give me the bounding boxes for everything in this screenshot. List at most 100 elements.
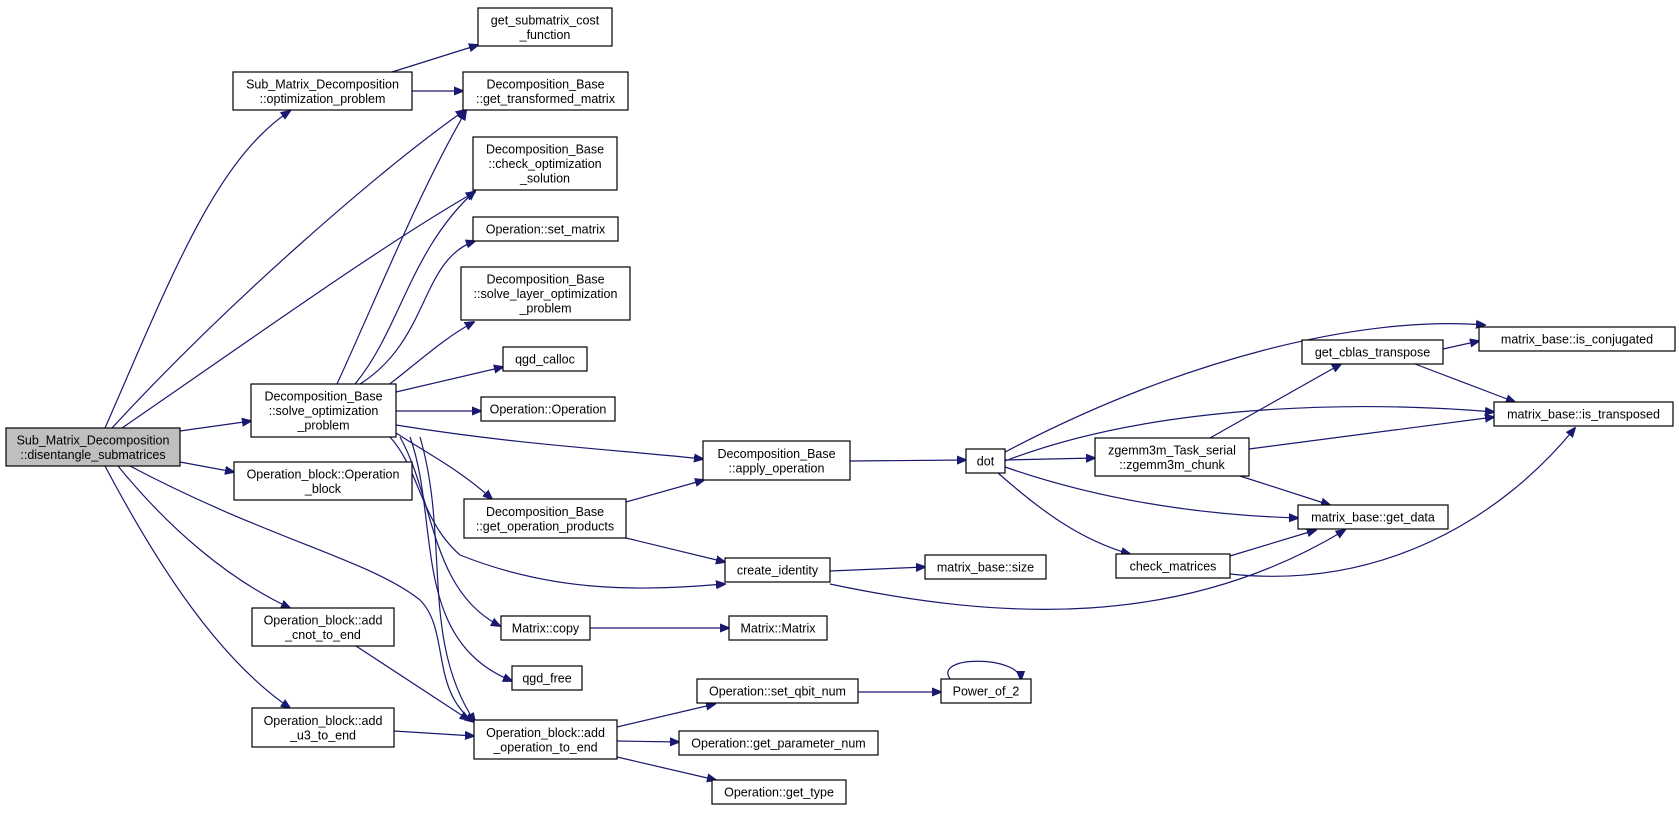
- node-qgd-calloc[interactable]: qgd_calloc: [502, 346, 588, 372]
- node-op-products[interactable]: Decomposition_Base::get_operation_produc…: [463, 498, 627, 539]
- edge-line: [1248, 417, 1494, 450]
- node-box: [233, 461, 413, 501]
- edge-line: [419, 436, 475, 722]
- node-matrix-copy[interactable]: Matrix::copy: [500, 615, 591, 641]
- edge-apply_op-to-dot: [849, 460, 966, 461]
- edge-check_matrices-to-get_data: [1229, 530, 1316, 557]
- node-label-line: ::get_operation_products: [476, 519, 614, 533]
- node-add-cnot[interactable]: Operation_block::add_cnot_to_end: [251, 607, 395, 647]
- node-label-line: Operation::set_qbit_num: [709, 685, 846, 699]
- edge-zgemm-to-get_data: [1239, 475, 1330, 505]
- node-label-line: ::disentangle_submatrices: [20, 448, 165, 462]
- edge-line: [395, 367, 503, 393]
- edge-line: [1004, 458, 1095, 460]
- edge-root-to-add_u3: [104, 465, 290, 708]
- node-label-line: Matrix::copy: [512, 622, 580, 636]
- node-transformed[interactable]: Decomposition_Base::get_transformed_matr…: [462, 71, 629, 111]
- edge-line: [395, 432, 492, 499]
- node-box: [728, 615, 828, 641]
- edge-solve_opt-to-create_identity: [389, 436, 725, 588]
- node-label-line: _operation_to_end: [492, 740, 597, 754]
- node-set-qbit[interactable]: Operation::set_qbit_num: [696, 678, 859, 704]
- edge-line: [409, 436, 512, 681]
- node-label-line: matrix_base::size: [937, 561, 1034, 575]
- edge-dot-to-get_data: [1004, 466, 1298, 518]
- edge-root-to-opt_problem: [104, 111, 290, 429]
- node-label-line: _cnot_to_end: [284, 628, 361, 642]
- edge-root-to-add_cnot: [117, 465, 290, 608]
- node-label-line: Operation::get_type: [724, 786, 834, 800]
- node-is-conj[interactable]: matrix_base::is_conjugated: [1478, 326, 1676, 352]
- edge-line: [395, 424, 703, 459]
- node-box: [502, 346, 588, 372]
- node-box: [5, 427, 181, 467]
- node-opt-problem[interactable]: Sub_Matrix_Decomposition::optimization_p…: [232, 71, 413, 111]
- node-box: [250, 383, 397, 438]
- node-opblock-ctor[interactable]: Operation_block::Operation_block: [233, 461, 413, 501]
- node-matrix-ctor[interactable]: Matrix::Matrix: [728, 615, 828, 641]
- edge-line: [111, 110, 465, 429]
- edge-line: [849, 460, 966, 461]
- edge-line: [625, 537, 725, 562]
- node-box: [472, 136, 618, 191]
- node-apply-op[interactable]: Decomposition_Base::apply_operation: [702, 440, 851, 481]
- edge-solve_opt-to-transformed: [336, 111, 466, 385]
- node-mb-size[interactable]: matrix_base::size: [924, 554, 1047, 580]
- node-label-line: _problem: [518, 302, 571, 316]
- node-op-ctor[interactable]: Operation::Operation: [480, 396, 616, 422]
- node-root[interactable]: Sub_Matrix_Decomposition::disentangle_su…: [5, 427, 181, 467]
- node-add-op[interactable]: Operation_block::add_operation_to_end: [473, 719, 618, 760]
- node-box: [924, 554, 1047, 580]
- node-zgemm[interactable]: zgemm3m_Task_serial::zgemm3m_chunk: [1094, 437, 1250, 477]
- node-check-matrices[interactable]: check_matrices: [1115, 553, 1231, 579]
- node-box: [472, 216, 619, 242]
- edge-solve_opt-to-add_op: [419, 436, 475, 722]
- edge-dot-to-is_trans: [1004, 406, 1494, 462]
- node-cost-fn[interactable]: get_submatrix_cost_function: [477, 7, 613, 47]
- node-add-u3[interactable]: Operation_block::add_u3_to_end: [251, 707, 395, 748]
- node-label-line: ::solve_optimization: [269, 404, 379, 418]
- edge-line: [1004, 406, 1494, 462]
- node-box: [1493, 401, 1674, 427]
- node-box: [702, 440, 851, 481]
- edge-solve_opt-to-apply_op: [395, 424, 703, 459]
- edge-solve_opt-to-op_products: [395, 432, 492, 499]
- node-box: [500, 615, 591, 641]
- edge-line: [336, 111, 466, 385]
- edge-line: [1004, 466, 1298, 518]
- node-get-type[interactable]: Operation::get_type: [711, 779, 847, 805]
- node-power2[interactable]: Power_of_2: [940, 678, 1032, 704]
- node-box: [965, 448, 1006, 474]
- edge-line: [616, 704, 715, 728]
- nodes: Sub_Matrix_Decomposition::disentangle_su…: [5, 7, 1676, 805]
- node-label-line: Operation::Operation: [490, 403, 607, 417]
- edge-line: [625, 480, 704, 503]
- node-dot[interactable]: dot: [965, 448, 1006, 474]
- node-is-trans[interactable]: matrix_base::is_transposed: [1493, 401, 1674, 427]
- edge-add_op-to-get_type: [616, 756, 716, 780]
- node-get-data[interactable]: matrix_base::get_data: [1297, 504, 1449, 530]
- edge-line: [1414, 363, 1515, 402]
- node-box: [711, 779, 847, 805]
- node-label-line: Operation::get_parameter_num: [691, 737, 865, 751]
- node-solve-layer[interactable]: Decomposition_Base::solve_layer_optimiza…: [460, 266, 631, 321]
- edge-line: [389, 436, 725, 588]
- node-label-line: Decomposition_Base: [486, 273, 604, 287]
- node-label-line: _u3_to_end: [289, 728, 356, 742]
- node-get-param[interactable]: Operation::get_parameter_num: [678, 730, 879, 756]
- node-cblas[interactable]: get_cblas_transpose: [1301, 339, 1444, 365]
- edge-create_identity-to-get_data: [829, 530, 1345, 610]
- node-check-opt[interactable]: Decomposition_Base::check_optimization_s…: [472, 136, 618, 191]
- node-solve-opt[interactable]: Decomposition_Base::solve_optimization_p…: [250, 383, 397, 438]
- node-label-line: Decomposition_Base: [486, 505, 604, 519]
- node-qgd-free[interactable]: qgd_free: [511, 665, 583, 691]
- node-set-matrix[interactable]: Operation::set_matrix: [472, 216, 619, 242]
- edge-line: [359, 241, 475, 385]
- node-create-identity[interactable]: create_identity: [724, 557, 831, 583]
- edge-zgemm-to-cblas: [1209, 364, 1341, 439]
- node-box: [678, 730, 879, 756]
- edge-add_cnot-to-add_op: [355, 645, 469, 720]
- edge-line: [117, 465, 290, 608]
- node-label-line: Decomposition_Base: [264, 390, 382, 404]
